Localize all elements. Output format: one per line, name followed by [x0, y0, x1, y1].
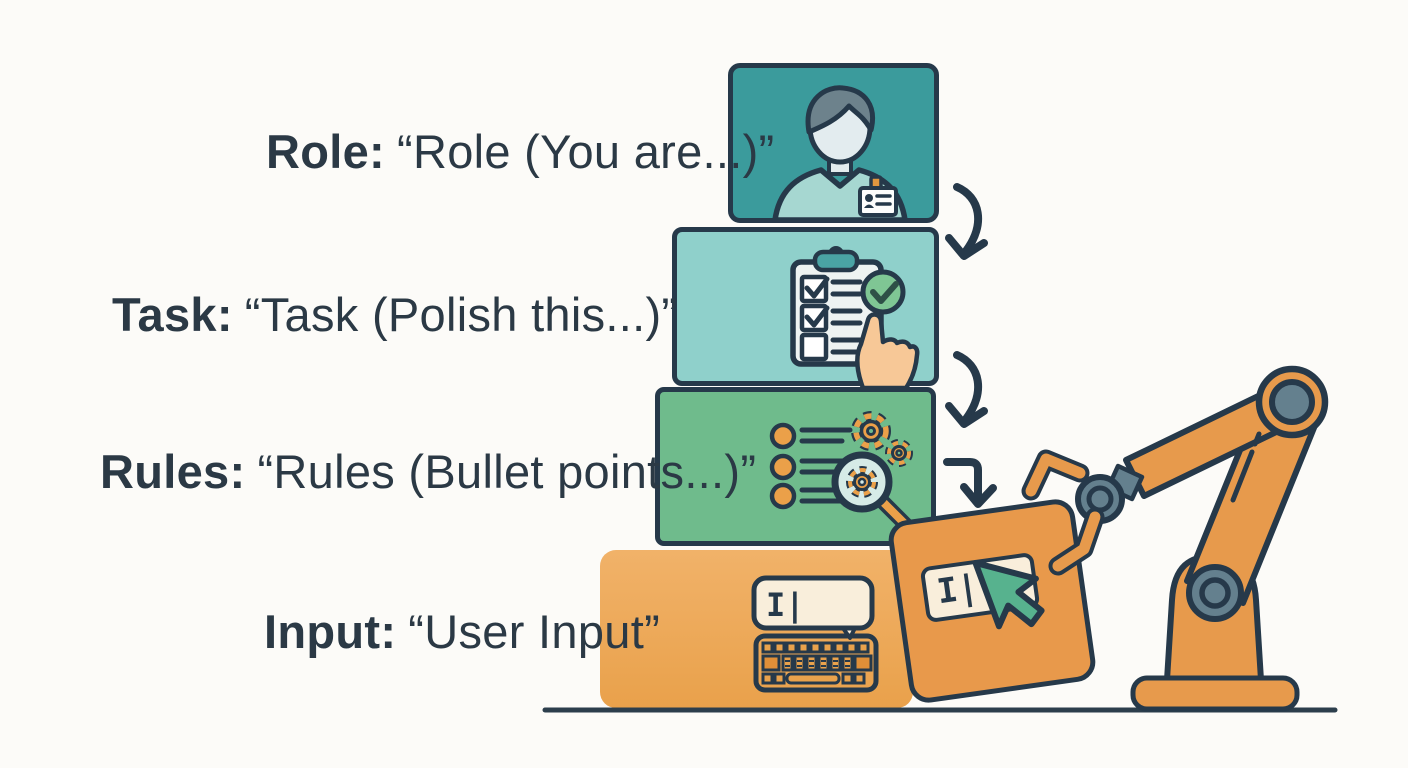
text-bubble-keyboard-icon: I| [751, 575, 879, 693]
robot-elbow-joint [1255, 365, 1329, 439]
flow-arrow-1 [945, 183, 988, 260]
label-task-prefix: Task: [112, 288, 233, 341]
keyboard-icon [753, 633, 879, 693]
label-task: Task:“Task (Polish this...)” [112, 283, 677, 347]
person-id-badge-icon [772, 85, 908, 223]
label-role: Role:“Role (You are...)” [266, 120, 775, 184]
bullet-list-gears-magnifier-icon [769, 411, 916, 535]
block-role [728, 63, 939, 223]
gear-icon [851, 411, 891, 451]
checklist-clipboard-icon [790, 246, 920, 389]
robot-base-joint [1186, 564, 1244, 622]
label-task-quoted: “Task (Polish this...)” [244, 288, 678, 341]
block-task [672, 227, 939, 389]
label-input: Input:“User Input” [264, 600, 660, 664]
label-input-quoted: “User Input” [408, 605, 661, 658]
block-rules [655, 387, 936, 546]
label-input-prefix: Input: [264, 605, 397, 658]
label-role-prefix: Role: [266, 125, 385, 178]
magnifier-gear-icon [831, 451, 916, 535]
label-rules-quoted: “Rules (Bullet points...)” [257, 445, 757, 498]
held-input-block: I| [886, 496, 1098, 706]
text-input-bubble [751, 575, 875, 631]
bubble-cursor-text: I| [766, 586, 805, 625]
label-role-quoted: “Role (You are...)” [397, 125, 775, 178]
flow-arrow-2 [945, 351, 988, 428]
flow-arrow-3 [943, 458, 997, 508]
block-input: I| [600, 550, 913, 708]
pointing-hand-icon [855, 312, 920, 389]
label-rules-prefix: Rules: [100, 445, 246, 498]
label-rules: Rules:“Rules (Bullet points...)” [100, 440, 756, 504]
robot-wrist-joint [1075, 474, 1125, 524]
cursor-arrow-icon [972, 559, 1045, 630]
gear-icon [885, 439, 913, 467]
